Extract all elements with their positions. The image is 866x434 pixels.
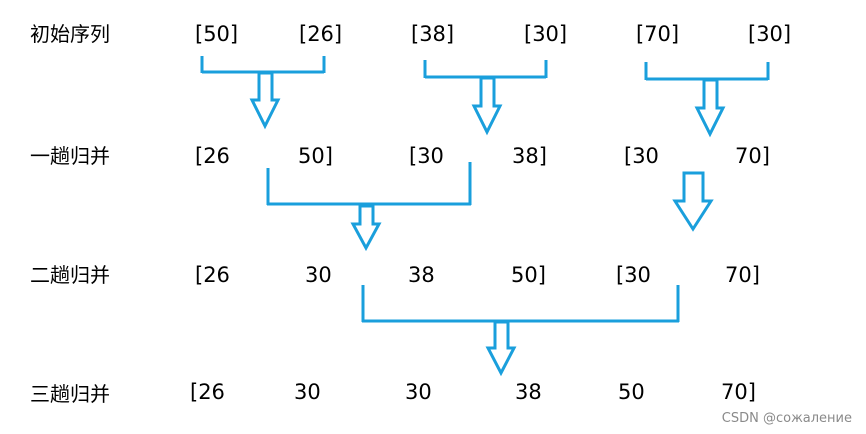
row1-value-3: [30 bbox=[409, 144, 444, 168]
row-label-pass2: 二趟归并 bbox=[30, 263, 110, 287]
row0-value-2: [26] bbox=[299, 22, 343, 46]
row3-value-4: 38 bbox=[515, 380, 542, 404]
pass2-arrow-1 bbox=[350, 204, 382, 252]
pass2-arrow-2 bbox=[672, 171, 714, 232]
row-label-initial: 初始序列 bbox=[30, 22, 110, 46]
watermark: CSDN @сожаление bbox=[721, 411, 852, 426]
pass1-bracket-2 bbox=[423, 60, 548, 79]
row-label-pass1: 一趟归并 bbox=[30, 144, 110, 168]
row2-value-4: 50] bbox=[511, 263, 546, 287]
row0-value-6: [30] bbox=[748, 22, 792, 46]
pass3-bracket-1 bbox=[361, 285, 680, 323]
row2-value-3: 38 bbox=[408, 263, 435, 287]
row0-value-4: [30] bbox=[524, 22, 568, 46]
pass1-arrow-3 bbox=[694, 78, 726, 138]
row1-value-4: 38] bbox=[512, 144, 547, 168]
row3-value-1: [26 bbox=[190, 380, 225, 404]
row0-value-5: [70] bbox=[636, 22, 680, 46]
row1-value-1: [26 bbox=[195, 144, 230, 168]
row2-value-1: [26 bbox=[195, 263, 230, 287]
row1-value-5: [30 bbox=[624, 144, 659, 168]
pass1-arrow-1 bbox=[249, 71, 281, 130]
row2-value-5: [30 bbox=[616, 263, 651, 287]
pass1-arrow-2 bbox=[471, 76, 503, 136]
row3-value-6: 70] bbox=[721, 380, 756, 404]
row3-value-3: 30 bbox=[405, 380, 432, 404]
row3-value-2: 30 bbox=[294, 380, 321, 404]
pass1-bracket-1 bbox=[200, 56, 326, 74]
row0-value-1: [50] bbox=[195, 22, 239, 46]
row1-value-2: 50] bbox=[298, 144, 333, 168]
row1-value-6: 70] bbox=[735, 144, 770, 168]
row3-value-5: 50 bbox=[618, 380, 645, 404]
pass1-bracket-3 bbox=[644, 62, 770, 81]
pass3-arrow-1 bbox=[485, 320, 517, 377]
row-label-pass3: 三趟归并 bbox=[30, 382, 110, 406]
pass2-bracket-1 bbox=[266, 162, 472, 206]
row2-value-2: 30 bbox=[305, 263, 332, 287]
row0-value-3: [38] bbox=[411, 22, 455, 46]
row2-value-6: 70] bbox=[725, 263, 760, 287]
